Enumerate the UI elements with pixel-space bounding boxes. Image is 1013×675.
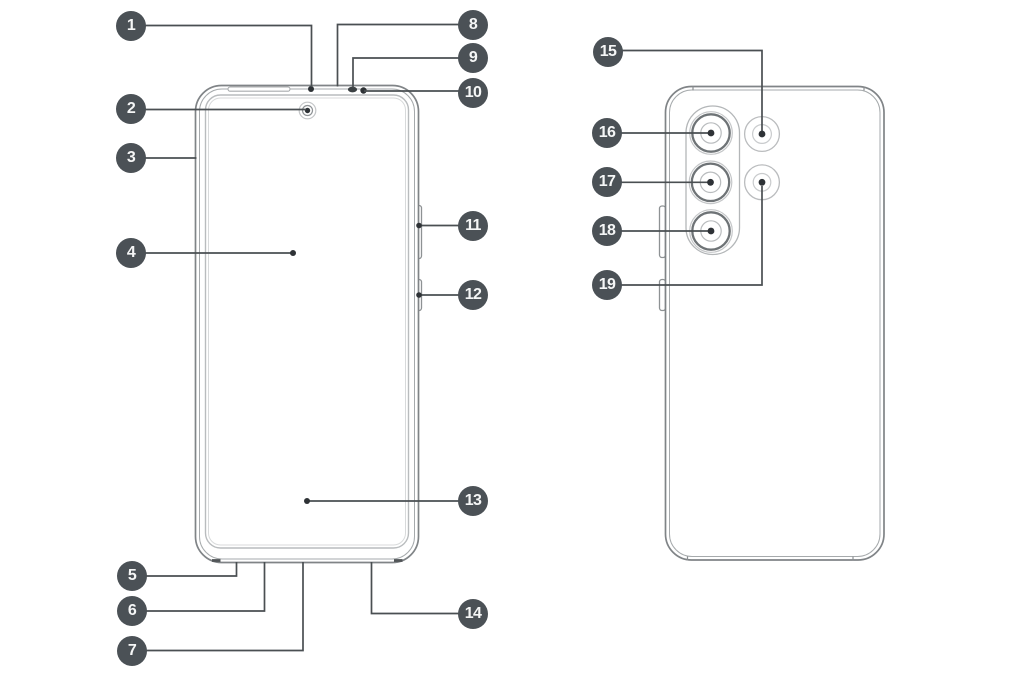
rear-flash-dot	[758, 130, 766, 138]
leader-line-8	[336, 23, 473, 87]
callout-badge-15: 15	[593, 37, 623, 67]
front-phone-inner-frame	[199, 88, 415, 560]
front-screen-hairline	[208, 97, 406, 546]
callout-badge-6: 6	[117, 596, 147, 626]
back-view	[658, 85, 885, 561]
top-microphone-hole	[308, 86, 314, 92]
leader-line-9	[352, 57, 473, 88]
rear-camera-lens-1-dot	[707, 129, 715, 137]
callout-badge-17: 17	[592, 167, 622, 197]
earpiece-speaker-slot	[227, 86, 291, 92]
callout-badge-1: 1	[116, 11, 146, 41]
front-camera-dot	[304, 107, 311, 114]
callout-badge-3: 3	[116, 143, 146, 173]
callout-badge-16: 16	[592, 118, 622, 148]
leader-line-19	[607, 186, 763, 286]
leader-line-14	[370, 562, 473, 615]
callout-badge-4: 4	[116, 238, 146, 268]
touchscreen-marker-dot	[304, 498, 310, 504]
leader-line-6	[132, 562, 266, 612]
power-button-marker-dot	[416, 292, 422, 298]
callout-badge-13: 13	[458, 486, 488, 516]
callout-badge-2: 2	[116, 94, 146, 124]
callout-badge-11: 11	[458, 211, 488, 241]
front-phone-body	[194, 84, 420, 564]
callout-badge-9: 9	[458, 43, 488, 73]
callout-badge-7: 7	[117, 636, 147, 666]
back-phone-inner-frame	[669, 89, 881, 557]
rear-camera-lens-3-dot	[707, 227, 715, 235]
rear-flash	[743, 115, 781, 153]
leader-line-7	[132, 562, 304, 652]
callout-badge-10: 10	[458, 78, 488, 108]
callout-badge-12: 12	[458, 280, 488, 310]
leader-line-1	[132, 24, 313, 87]
display-marker-dot	[290, 250, 296, 256]
ambient-light-sensor	[360, 87, 367, 94]
front-camera	[298, 101, 317, 120]
front-view	[194, 84, 423, 564]
rear-camera-lens-2-dot	[707, 178, 714, 186]
callout-badge-14: 14	[458, 599, 488, 629]
marker-dots	[290, 129, 766, 504]
proximity-sensor	[347, 86, 358, 93]
leader-line-5	[132, 562, 238, 577]
callout-badge-5: 5	[117, 561, 147, 591]
leader-lines	[132, 23, 763, 652]
callout-badge-18: 18	[592, 216, 622, 246]
front-screen	[204, 94, 410, 549]
leader-line-15	[608, 49, 763, 131]
callout-badge-8: 8	[458, 10, 488, 40]
rear-aux-sensor-dot	[758, 178, 766, 186]
callout-badge-19: 19	[592, 270, 622, 300]
volume-button-marker-dot	[416, 222, 422, 229]
